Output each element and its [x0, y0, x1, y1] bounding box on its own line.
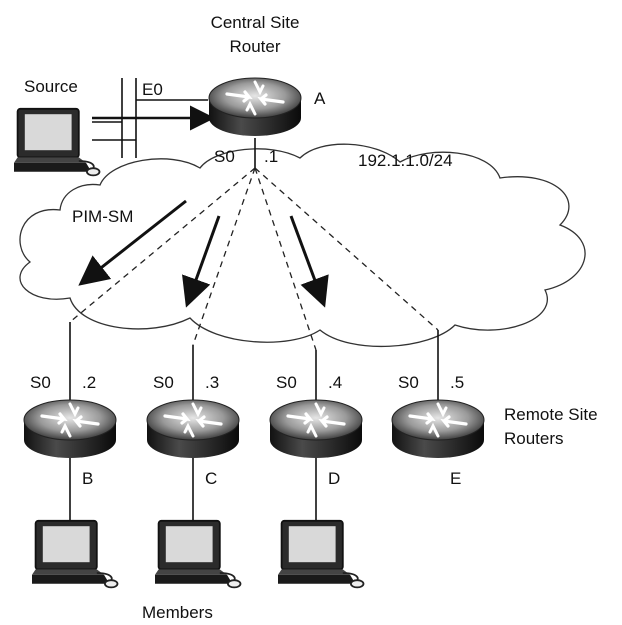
- central-title-line2: Router: [229, 37, 280, 56]
- router-c-addr: .3: [205, 373, 219, 392]
- router-c-icon: [145, 398, 241, 460]
- central-title-line1: Central Site: [211, 13, 300, 32]
- pim-arrow-d: [289, 215, 329, 308]
- router-d-id: D: [328, 469, 340, 488]
- router-b-id: B: [82, 469, 93, 488]
- router-b-addr: .2: [82, 373, 96, 392]
- network-address-label: 192.1.1.0/24: [358, 151, 453, 170]
- router-c-id: C: [205, 469, 217, 488]
- pim-arrow-b: [78, 199, 187, 286]
- router-e-port: S0: [398, 373, 419, 392]
- member-computer-d-icon: [278, 519, 365, 589]
- router-e-id: E: [450, 469, 461, 488]
- protocol-label: PIM-SM: [72, 207, 133, 226]
- central-serial-addr: .1: [264, 147, 278, 166]
- members-label: Members: [142, 603, 213, 622]
- vc-to-d: [254, 167, 317, 351]
- router-c-port: S0: [153, 373, 174, 392]
- central-router-id: A: [314, 89, 326, 108]
- vc-to-b: [69, 167, 256, 323]
- router-d-addr: .4: [328, 373, 342, 392]
- remote-group-label-line1: Remote Site: [504, 405, 598, 424]
- member-computer-c-icon: [155, 519, 242, 589]
- pim-arrow-c: [182, 215, 221, 308]
- source-computer-icon: [14, 107, 101, 177]
- router-b-icon: [22, 398, 118, 460]
- router-d-icon: [268, 398, 364, 460]
- central-serial-port: S0: [214, 147, 235, 166]
- vc-to-c: [192, 167, 256, 346]
- router-d-port: S0: [276, 373, 297, 392]
- central-router-a-icon: [207, 76, 303, 138]
- remote-group-label-line2: Routers: [504, 429, 564, 448]
- router-e-icon: [390, 398, 486, 460]
- router-e-addr: .5: [450, 373, 464, 392]
- virtual-circuits: [69, 167, 439, 351]
- member-computer-b-icon: [32, 519, 119, 589]
- source-label: Source: [24, 77, 78, 96]
- e0-port-label: E0: [142, 80, 163, 99]
- vc-to-e: [254, 167, 439, 331]
- router-b-port: S0: [30, 373, 51, 392]
